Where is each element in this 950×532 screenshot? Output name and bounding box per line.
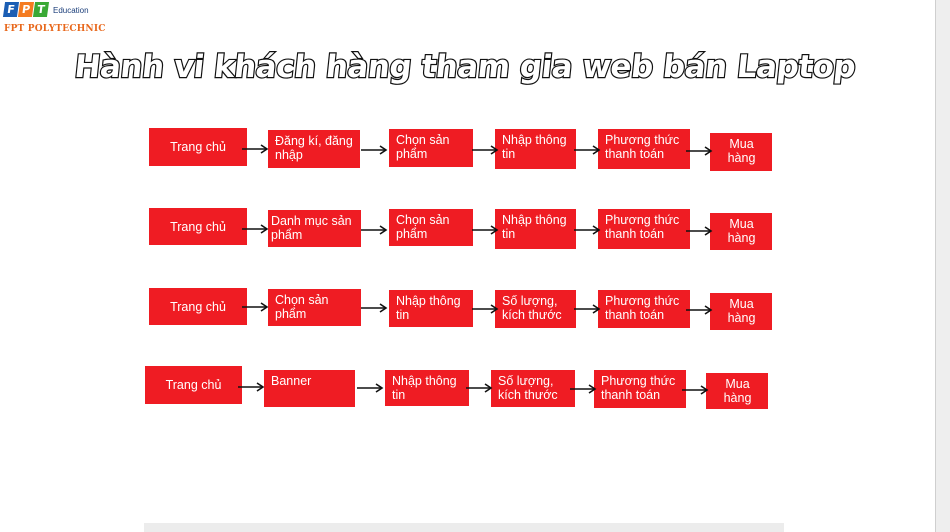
flow1-arrow-4	[574, 145, 601, 155]
flow1-step5-box: Phương thức thanh toán	[598, 129, 690, 169]
flow3-arrow-4	[574, 304, 601, 314]
right-border	[935, 0, 950, 532]
flow2-arrow-2	[361, 225, 388, 235]
flow2-arrow-5	[686, 226, 713, 236]
flow4-arrow-1	[238, 382, 265, 392]
page-title: Hành vi khách hàng tham gia web bán Lapt…	[72, 48, 859, 86]
flow4-step4-box: Số lượng, kích thước	[491, 370, 575, 407]
flow1-step2-box: Đăng kí, đăng nhập	[268, 130, 360, 168]
logo-education-text: Education	[53, 6, 89, 15]
logo-letter-t: T	[32, 2, 50, 17]
flow1-arrow-2	[361, 145, 388, 155]
fpt-logo-mark: F P T Education	[2, 2, 89, 17]
flow2-arrow-1	[242, 224, 269, 234]
flow1-step3-box: Chọn sản phẩm	[389, 129, 473, 167]
flow4-arrow-5	[682, 385, 709, 395]
flow3-step1-box: Trang chủ	[149, 288, 247, 325]
flow2-step3-box: Chọn sản phẩm	[389, 209, 473, 246]
flow3-step6-box: Mua hàng	[710, 293, 772, 330]
flow4-step6-box: Mua hàng	[706, 373, 768, 409]
flow3-step3-box: Nhập thông tin	[389, 290, 473, 327]
flow3-arrow-2	[361, 303, 388, 313]
fpt-polytechnic-logo: F P T Education FPT POLYTECHNIC	[2, 2, 124, 38]
flow1-arrow-1	[242, 144, 269, 154]
flow2-step5-box: Phương thức thanh toán	[598, 209, 690, 249]
logo-letter-p: P	[17, 2, 35, 17]
flow2-step4-box: Nhập thông tin	[495, 209, 576, 249]
logo-letter-f: F	[2, 2, 20, 17]
flow4-step5-box: Phương thức thanh toán	[594, 370, 686, 408]
flow2-arrow-3	[472, 225, 499, 235]
flow2-arrow-4	[574, 225, 601, 235]
flow2-step1-box: Trang chủ	[149, 208, 247, 245]
flow3-arrow-5	[686, 305, 713, 315]
flow1-arrow-5	[686, 146, 713, 156]
flow2-step6-box: Mua hàng	[710, 213, 772, 250]
flow2-step2-box: Danh mục sản phẩm	[268, 210, 361, 247]
logo-polytechnic-text: FPT POLYTECHNIC	[4, 24, 106, 34]
flow4-arrow-4	[570, 384, 597, 394]
flow1-step1-box: Trang chủ	[149, 128, 247, 166]
flow4-step2-box: Banner	[264, 370, 355, 407]
flow4-step3-box: Nhập thông tin	[385, 370, 469, 406]
flow1-step6-box: Mua hàng	[710, 133, 772, 171]
flow1-step4-box: Nhập thông tin	[495, 129, 576, 169]
flow4-arrow-3	[466, 383, 493, 393]
flow4-arrow-2	[357, 383, 384, 393]
flow3-step5-box: Phương thức thanh toán	[598, 290, 690, 328]
flow3-arrow-1	[242, 302, 269, 312]
bottom-strip	[144, 523, 784, 532]
flow3-step4-box: Số lượng, kích thước	[495, 290, 576, 328]
flow3-arrow-3	[472, 304, 499, 314]
flow4-step1-box: Trang chủ	[145, 366, 242, 404]
flow3-step2-box: Chọn sản phẩm	[268, 289, 361, 326]
flow1-arrow-3	[472, 145, 499, 155]
